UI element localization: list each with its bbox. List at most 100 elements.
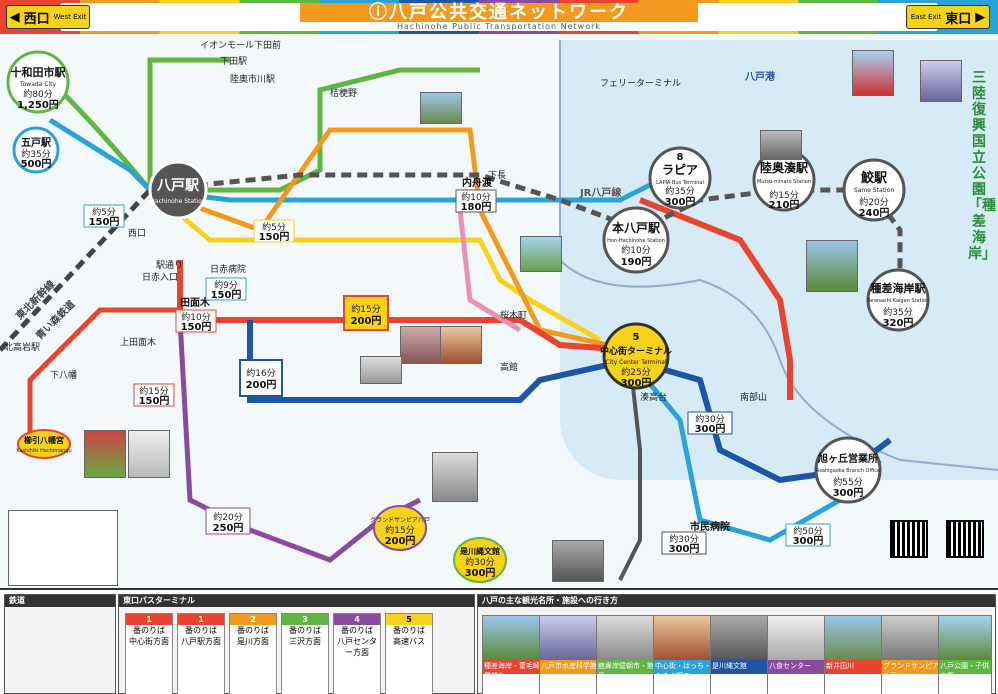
hub-korekawa[interactable]: 是川縄文館 約30分 300円 bbox=[453, 537, 507, 583]
qr-code-icon[interactable] bbox=[946, 520, 984, 558]
photo-thumbnail bbox=[432, 452, 478, 502]
hub-asahigaoka-fare: 300円 bbox=[833, 487, 864, 499]
hub-gonohe[interactable]: 五戸駅 約35分 500円 bbox=[12, 126, 60, 174]
sight-card[interactable]: 新井田川 bbox=[824, 615, 888, 694]
page-subtitle: Hachinohe Public Transportation Network bbox=[396, 22, 602, 31]
sight-card[interactable]: 中心街・はっち・みろく横丁 bbox=[653, 615, 717, 694]
arrow-right-icon: ▶ bbox=[975, 9, 986, 25]
fare-tag-nisseki: 約9分 150円 bbox=[205, 277, 247, 301]
svg-text:約9分: 約9分 bbox=[214, 279, 238, 291]
svg-text:150円: 150円 bbox=[211, 289, 242, 301]
photo-thumbnail bbox=[520, 236, 562, 272]
stop-aeon: イオンモール下田前 bbox=[200, 39, 281, 51]
hub-towada-fare: 1,250円 bbox=[17, 99, 59, 111]
terminal-panel: 東口バスターミナル 1 番のりば 中心街方面 1 番のりば 八戸駅方面 2 番の… bbox=[118, 594, 475, 694]
hub-kushihiki[interactable]: 櫛引八幡宮 Kushihiki Hachimangu bbox=[16, 429, 72, 459]
hub-asahigaoka-en: Asahigaoka Branch Office bbox=[816, 468, 880, 474]
hub-lapia-en: LAPIA Bus Terminal bbox=[656, 180, 704, 186]
fare-tag-sogo: 約16分 200円 bbox=[239, 359, 283, 397]
hub-gonohe-fare: 500円 bbox=[21, 158, 52, 170]
svg-text:約10分: 約10分 bbox=[461, 191, 490, 203]
hub-lapia-code: 8 bbox=[677, 152, 684, 163]
svg-text:180円: 180円 bbox=[461, 201, 492, 213]
hub-same[interactable]: 鮫駅 Same Station 約20分 240円 bbox=[842, 158, 906, 222]
info-icon: ⓘ bbox=[369, 2, 389, 23]
sight-card[interactable]: 八食センター bbox=[767, 615, 831, 694]
sight-card[interactable]: 八戸公園・子供の国 bbox=[938, 615, 992, 694]
hub-hon-hachinohe-fare: 190円 bbox=[621, 256, 652, 268]
svg-text:150円: 150円 bbox=[89, 216, 120, 228]
svg-text:約5分: 約5分 bbox=[92, 206, 116, 218]
stop-sakuragicho: 桜木町 bbox=[500, 309, 527, 321]
sight-card[interactable]: 舘鼻岸壁朝市・館鼻 bbox=[596, 615, 660, 694]
photo-thumbnail bbox=[552, 540, 604, 582]
hub-lapia-fare: 300円 bbox=[665, 196, 696, 208]
hub-mutsu-minato-fare: 210円 bbox=[769, 199, 800, 211]
hub-sanpia[interactable]: グランドサンピア八戸 約15分 200円 bbox=[370, 505, 430, 551]
sight-card[interactable]: 種差海岸・葦毛崎展望台 bbox=[482, 615, 546, 694]
boarding-chip-2[interactable]: 2 番のりば 是川方面 bbox=[229, 613, 277, 694]
west-exit-en: West Exit bbox=[53, 13, 87, 21]
hub-same-name: 鮫駅 bbox=[861, 170, 888, 186]
route-red-west bbox=[27, 307, 180, 440]
svg-text:150円: 150円 bbox=[139, 395, 170, 407]
photo-thumbnail bbox=[420, 92, 462, 124]
stop-haruhi: 桔梗野 bbox=[330, 87, 357, 99]
stop-nanbuyama: 南部山 bbox=[740, 391, 767, 403]
east-exit-button[interactable]: East Exit 東口 ▶ bbox=[906, 5, 990, 29]
hub-lapia-time: 約35分 bbox=[665, 185, 694, 197]
fare-tag-gonohe-west: 約5分 150円 bbox=[83, 204, 125, 228]
route-yellow bbox=[148, 188, 602, 343]
boarding-chip-3[interactable]: 3 番のりば 三沢方面 bbox=[281, 613, 329, 694]
west-exit-button[interactable]: ◀ 西口 West Exit bbox=[6, 5, 90, 29]
hub-tanesashi-name: 種差海岸駅 bbox=[871, 281, 926, 295]
hub-towada[interactable]: 十和田市駅 Towada City 約80分 1,250円 bbox=[6, 50, 70, 114]
route-green-north bbox=[147, 57, 230, 190]
photo-thumbnail bbox=[84, 430, 126, 478]
hub-lapia[interactable]: 8 ラピア LAPIA Bus Terminal 約35分 300円 bbox=[648, 146, 712, 210]
photo-thumbnail bbox=[128, 430, 170, 478]
west-exit-label: 西口 bbox=[23, 11, 50, 27]
sight-card[interactable]: 八戸市水産科学館 bbox=[539, 615, 603, 694]
route-pink bbox=[457, 209, 522, 333]
svg-text:約30分: 約30分 bbox=[669, 533, 698, 545]
sights-panel: 八戸の主な観光名所・施設への行き方 種差海岸・葦毛崎展望台 八戸市水産科学館 舘… bbox=[477, 594, 996, 694]
svg-text:Kushihiki Hachimangu: Kushihiki Hachimangu bbox=[16, 448, 71, 454]
photo-thumbnail bbox=[760, 130, 802, 160]
hub-city-center-time: 約25分 bbox=[621, 366, 650, 378]
tohoku-shinkansen-line bbox=[0, 188, 152, 352]
hub-hon-hachinohe[interactable]: 本八戸駅 Hon-Hachinohe Station 約10分 190円 bbox=[602, 206, 670, 274]
stop-saiwaicho: 下長 bbox=[488, 170, 506, 181]
fare-tag-newtown: 約20分 250円 bbox=[205, 507, 251, 535]
svg-text:150円: 150円 bbox=[181, 321, 212, 333]
boarding-chip-4[interactable]: 4 番のりば 八戸センター方面 bbox=[333, 613, 381, 694]
hub-lapia-name: ラピア bbox=[662, 163, 698, 177]
hub-city-center-name: 中心街ターミナル bbox=[600, 345, 672, 357]
bottom-panel: 鉄道 東口バスターミナル 1 番のりば 中心街方面 1 番のりば 八戸駅方面 2… bbox=[0, 588, 998, 694]
hub-towada-name: 十和田市駅 bbox=[11, 65, 66, 79]
svg-text:約30分: 約30分 bbox=[465, 556, 494, 568]
jr-hachinohe-line bbox=[149, 172, 903, 300]
sight-card[interactable]: 是川縄文館 bbox=[710, 615, 774, 694]
sight-card[interactable]: グランドサンピア八戸 bbox=[881, 615, 945, 694]
hub-hachinohe-station[interactable]: 八戸駅 Hachinohe Station bbox=[148, 160, 208, 220]
svg-text:約20分: 約20分 bbox=[213, 511, 242, 523]
hub-tanesashi[interactable]: 種差海岸駅 Tanesashi Kaigan Station 約35分 320円 bbox=[866, 268, 930, 332]
hub-asahigaoka[interactable]: 旭ヶ丘営業所 Asahigaoka Branch Office 約55分 300… bbox=[814, 436, 882, 504]
boarding-chip-5[interactable]: 5 番のりば 高速バス bbox=[385, 613, 433, 694]
boarding-chip-1b[interactable]: 1 番のりば 八戸駅方面 bbox=[177, 613, 225, 694]
east-exit-en: East Exit bbox=[910, 13, 942, 21]
fare-tag-wakaba: 約15分 150円 bbox=[133, 383, 175, 407]
qr-code-icon[interactable] bbox=[890, 520, 928, 558]
hub-asahigaoka-name: 旭ヶ丘営業所 bbox=[817, 452, 878, 465]
hub-city-center[interactable]: 5 中心街ターミナル City Center Terminal 約25分 300… bbox=[600, 322, 672, 390]
boarding-chip-1[interactable]: 1 番のりば 中心街方面 bbox=[125, 613, 173, 694]
stop-hinohaoiri: 日赤入口 bbox=[142, 272, 178, 283]
hub-towada-time: 約80分 bbox=[23, 88, 52, 100]
svg-text:300円: 300円 bbox=[669, 543, 700, 555]
hub-gonohe-time: 約35分 bbox=[21, 148, 50, 160]
stop-shimohachiman: 下八幡 bbox=[50, 369, 77, 381]
stop-tamonagi: 田面木 bbox=[180, 296, 211, 309]
